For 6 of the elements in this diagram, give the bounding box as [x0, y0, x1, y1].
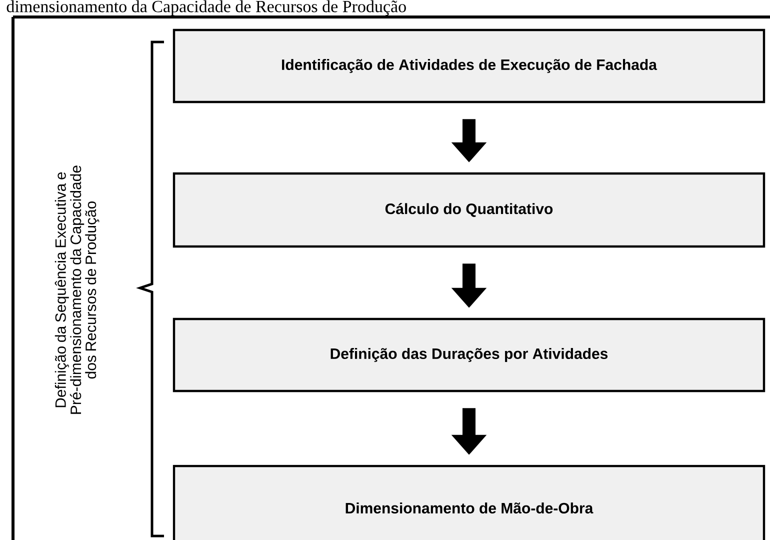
process-box: Cálculo do Quantitativo [172, 172, 766, 248]
caption-text: dimensionamento da Capacidade de Recursos de Produção [6, 0, 406, 16]
process-box: Dimensionamento de Mão-de-Obra [172, 464, 766, 540]
process-box: Identificação de Atividades de Execução de Fachada [172, 28, 766, 104]
process-box: Definição das Durações por Atividades [172, 318, 766, 392]
bracket-label: Definição da Sequência Executiva e Pré-dimensionamento da Capacidade dos Recursos de Produção [54, 166, 100, 414]
